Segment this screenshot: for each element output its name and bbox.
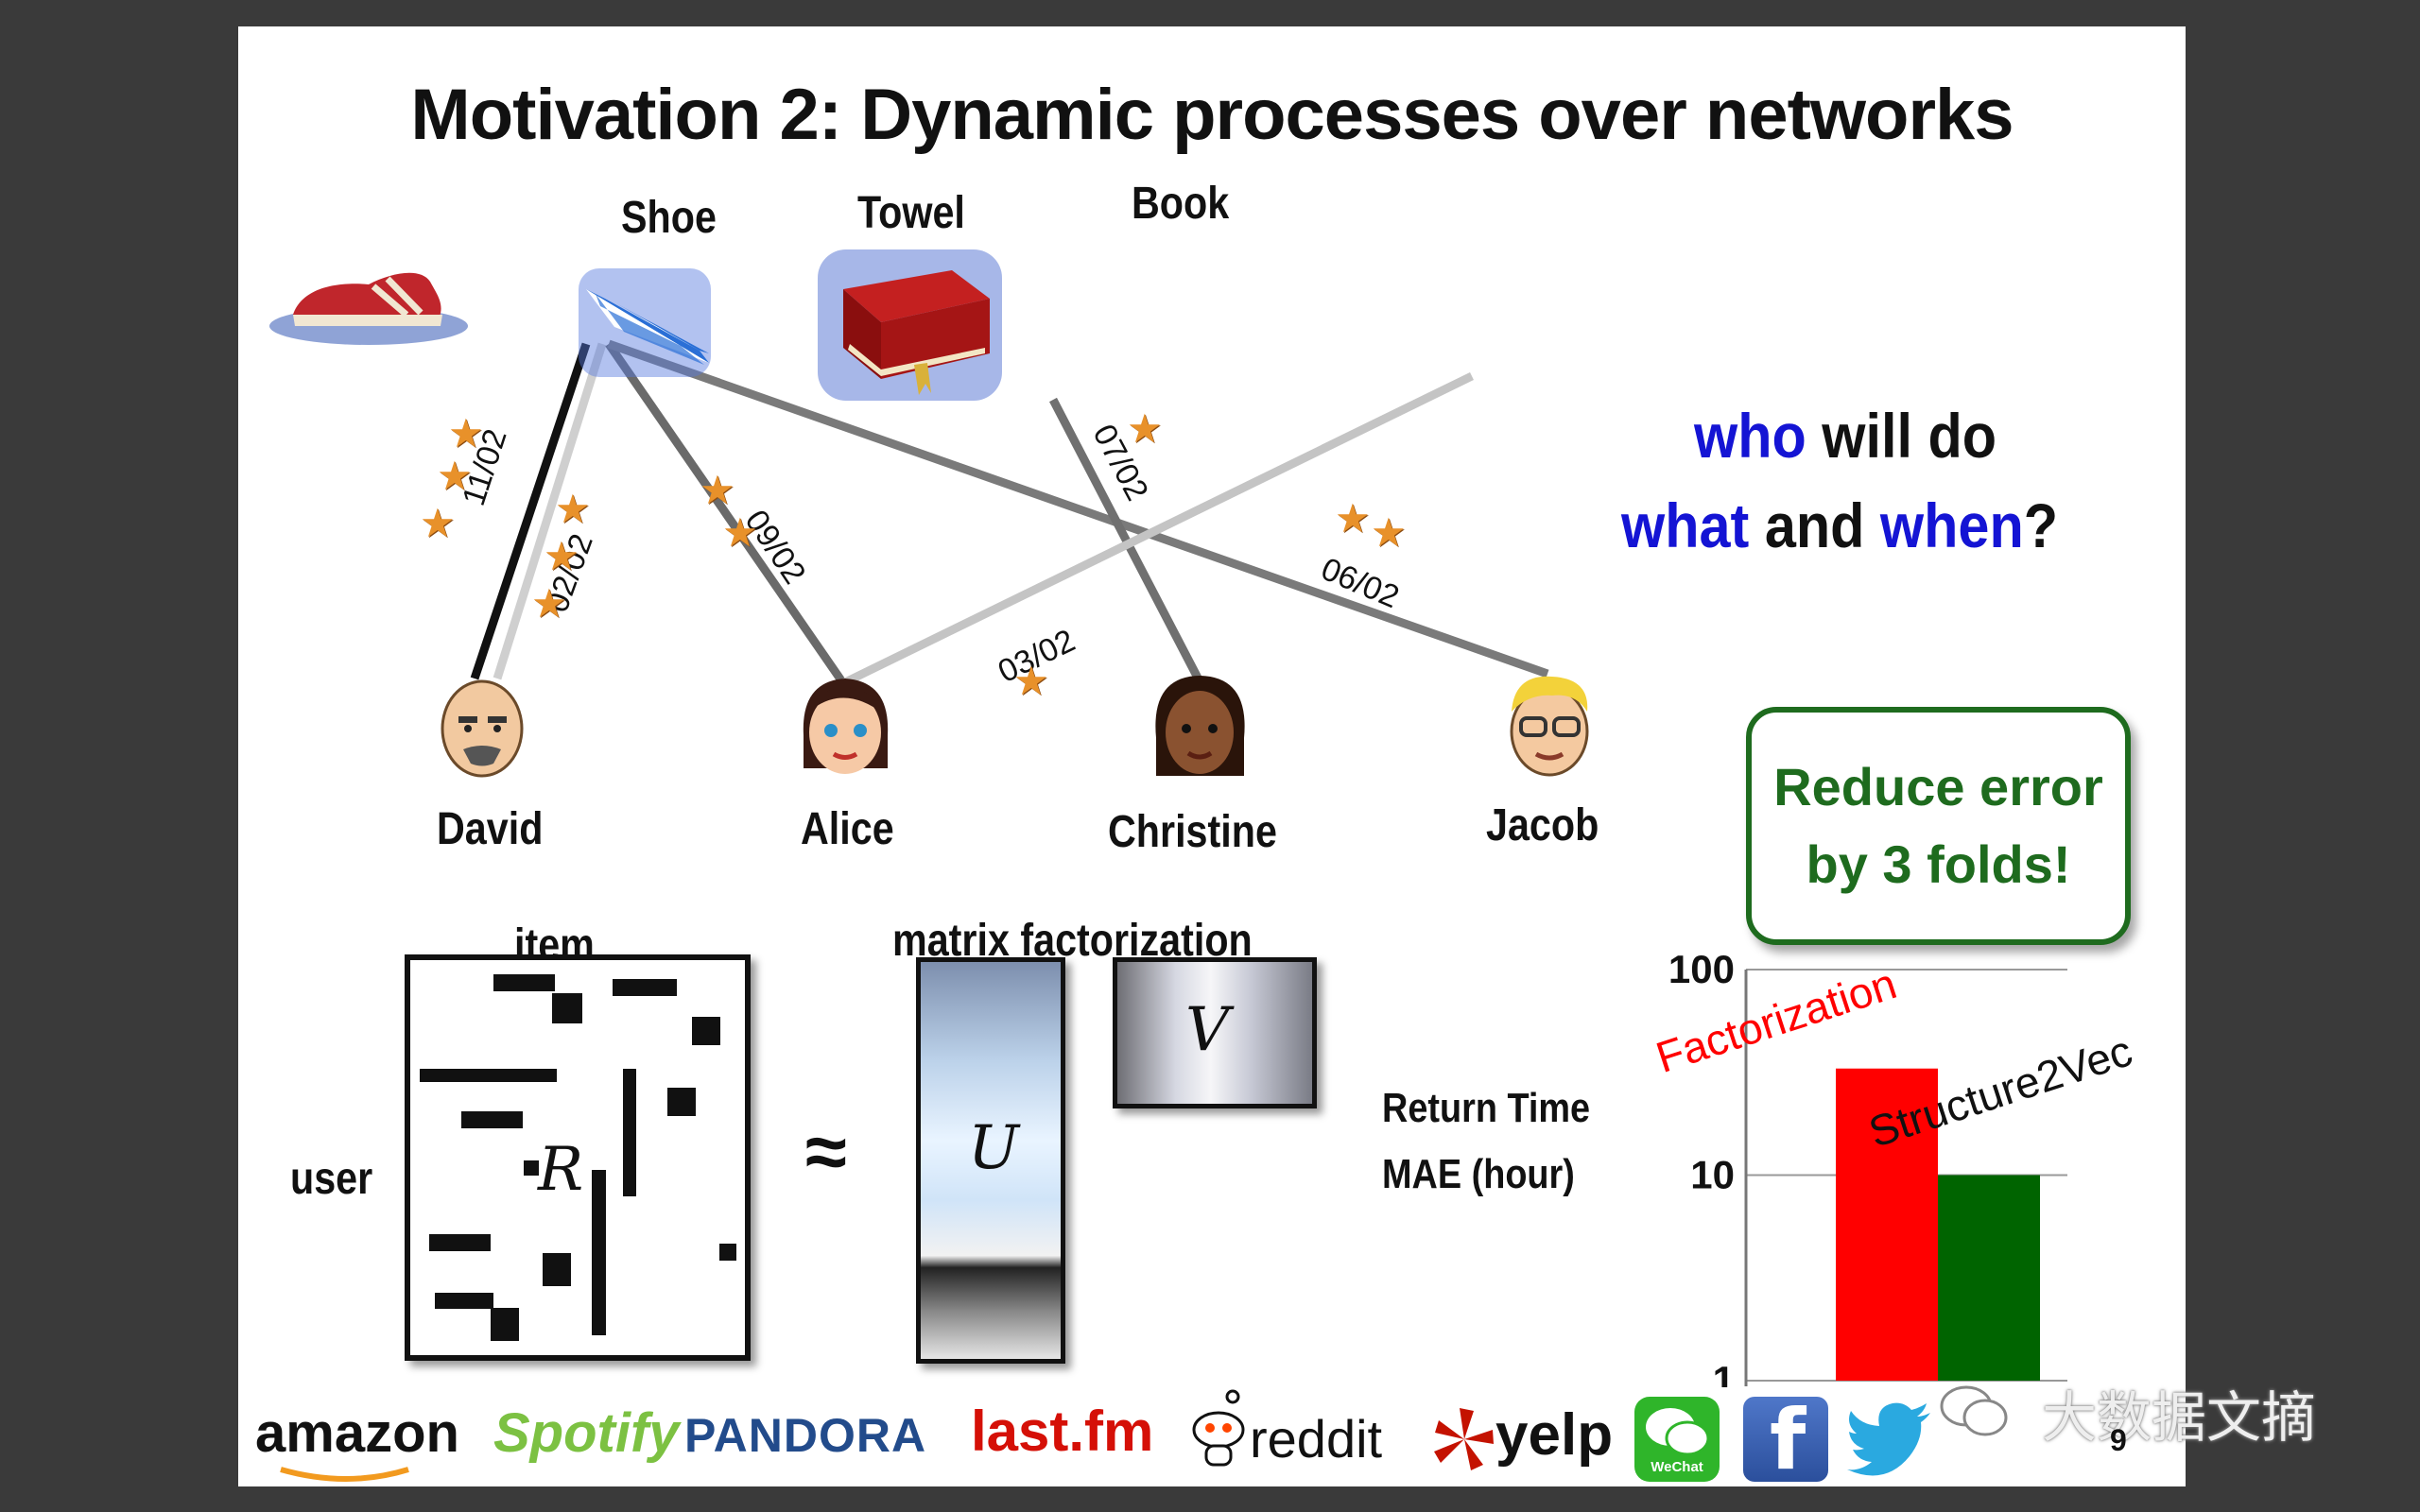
star-icon: ★ <box>437 454 473 498</box>
lastfm-logo: last.fm <box>971 1400 1154 1463</box>
item-label-shoe: Shoe <box>621 193 717 243</box>
edge-book-alice <box>841 371 1474 688</box>
wechat-bubbles-icon <box>1646 1408 1710 1456</box>
matrix-entries <box>420 974 736 1341</box>
ytick-label-100: 100 <box>1668 947 1735 991</box>
matrix-V: V <box>1113 957 1317 1108</box>
shoe-icon <box>269 272 468 345</box>
question-will-do: will do <box>1806 401 1997 471</box>
ytick-label-10: 10 <box>1690 1153 1735 1197</box>
edge-shoe-david-2 <box>493 342 607 680</box>
watermark-text: 大数据文摘 <box>2042 1385 2317 1450</box>
question-line-1: who will do <box>1694 400 1996 472</box>
edge-shoe-alice <box>605 341 847 686</box>
wechat-logo-text: WeChat <box>1651 1459 1703 1475</box>
approx-symbol: ≈ <box>805 1109 847 1194</box>
question-and: and <box>1749 490 1880 560</box>
user-axis-label: user <box>290 1154 373 1204</box>
star-icon: ★ <box>1013 659 1049 703</box>
return-time-chart: 1 10 100 <box>1668 947 2067 1387</box>
rating-matrix-R: R <box>405 954 751 1361</box>
towel-icon <box>579 268 711 377</box>
matrix-R-symbol: R <box>538 1135 584 1205</box>
facebook-f-glyph: f <box>1770 1391 1806 1488</box>
yelp-logo: yelp <box>1495 1402 1614 1468</box>
bar-structure2vec <box>1938 1175 2040 1381</box>
matrix-U: U <box>916 957 1065 1364</box>
twitter-bird-icon <box>1847 1402 1930 1476</box>
matrix-V-symbol: V <box>1185 995 1230 1065</box>
user-label-jacob: Jacob <box>1486 800 1599 850</box>
watermark-chat-icon <box>1940 1385 2008 1436</box>
yelp-burst-icon <box>1434 1408 1494 1470</box>
slide-title: Motivation 2: Dynamic processes over net… <box>410 75 2014 155</box>
amazon-smile-icon <box>280 1467 409 1482</box>
item-label-towel: Towel <box>857 188 965 238</box>
slide: Motivation 2: Dynamic processes over net… <box>238 26 2316 1486</box>
star-icon: ★ <box>722 510 758 555</box>
callout-line-2: by 3 folds! <box>1806 834 2071 894</box>
user-label-christine: Christine <box>1108 807 1277 857</box>
bar-factorization <box>1836 1068 1938 1381</box>
amazon-logo: amazon <box>255 1402 459 1464</box>
chart-ylabel-line-2: MAE (hour) <box>1382 1151 1575 1197</box>
star-icon: ★ <box>420 501 456 545</box>
question-who: who <box>1694 401 1806 471</box>
star-icon: ★ <box>1371 510 1407 555</box>
female-avatar-icon <box>803 679 889 774</box>
male-bald-avatar-icon <box>441 679 524 778</box>
edge-shoe-jacob <box>607 339 1549 679</box>
user-label-alice: Alice <box>801 804 894 854</box>
pandora-logo: PANDORA <box>684 1409 927 1462</box>
matrix-U-symbol: U <box>968 1113 1019 1183</box>
spotify-logo: Spotify <box>493 1402 680 1464</box>
facebook-logo-icon: f <box>1743 1397 1828 1482</box>
edge-shoe-david-1 <box>470 342 591 680</box>
callout-line-1: Reduce error <box>1773 757 2103 816</box>
question-when: when <box>1879 490 2024 560</box>
star-icon: ★ <box>700 468 735 512</box>
question-what: what <box>1621 490 1750 560</box>
item-label-book: Book <box>1132 179 1230 229</box>
reduce-error-callout: Reduce error by 3 folds! <box>1746 707 2131 945</box>
star-icon: ★ <box>544 534 579 578</box>
female-curly-avatar-icon <box>1155 676 1245 776</box>
chart-ylabel-line-1: Return Time <box>1382 1085 1591 1131</box>
question-mark: ? <box>2023 490 2059 560</box>
star-icon: ★ <box>555 487 591 531</box>
star-icon: ★ <box>531 581 567 626</box>
star-icon: ★ <box>1335 496 1371 541</box>
wechat-logo-icon: WeChat <box>1634 1397 1720 1482</box>
page-number: 9 <box>2110 1423 2127 1457</box>
book-icon <box>818 249 1002 401</box>
star-icon: ★ <box>448 411 484 455</box>
male-glasses-avatar-icon <box>1510 676 1589 777</box>
network-edges <box>470 339 1549 688</box>
ytick-label-1: 1 <box>1713 1358 1735 1387</box>
star-icon: ★ <box>1127 406 1163 451</box>
question-line-2: what and when? <box>1621 490 2058 561</box>
user-label-david: David <box>437 804 544 854</box>
reddit-logo: reddit <box>1250 1409 1383 1469</box>
reddit-alien-icon <box>1192 1389 1245 1467</box>
